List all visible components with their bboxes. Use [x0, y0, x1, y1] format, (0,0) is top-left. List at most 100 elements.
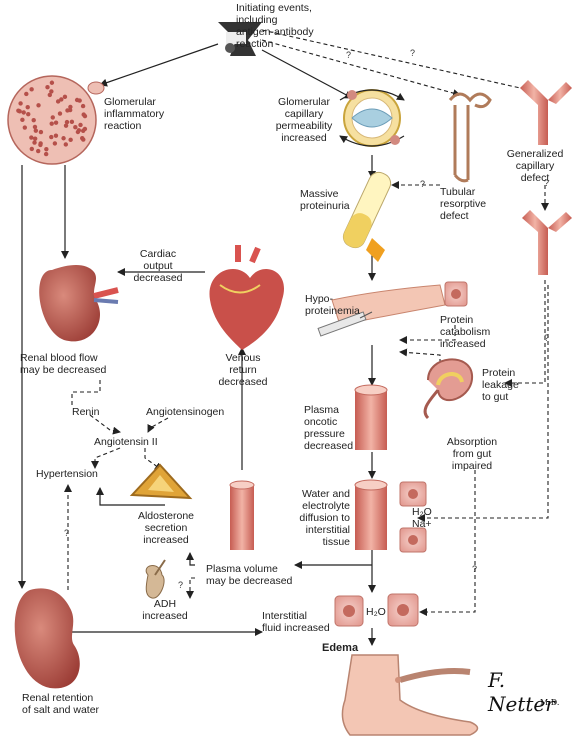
cell-nucleus	[38, 141, 42, 145]
dash-gut-to-interstitial	[420, 470, 475, 612]
question-mark: ?	[420, 179, 425, 189]
cell-nucleus	[54, 120, 58, 124]
gut-illustration	[425, 359, 472, 418]
cell-nucleus	[53, 141, 57, 145]
cell-nucleus	[18, 101, 22, 105]
label-aldosterone: Aldosterone secretion increased	[128, 510, 204, 546]
question-mark: ?	[544, 333, 549, 343]
cell-nucleus	[68, 138, 72, 142]
capillary-vessel-lower-illustration	[522, 210, 572, 275]
label-tubular-defect: Tubular resorptive defect	[440, 186, 486, 222]
retention-kidney-illustration	[15, 588, 80, 688]
cell-nucleus	[29, 87, 33, 91]
signature: F. Netter	[488, 668, 574, 716]
cell-nucleus	[45, 85, 49, 89]
cell-nucleus	[82, 112, 86, 116]
capillary-vessel-illustration	[520, 80, 572, 145]
cell-nucleus	[36, 149, 40, 153]
oncotic-vessel-illustration	[355, 385, 387, 450]
cell-nucleus	[81, 104, 85, 108]
cell-nucleus	[77, 98, 81, 102]
cell-nucleus	[23, 125, 27, 129]
test-tube-illustration	[340, 169, 394, 262]
cell-nucleus	[30, 147, 34, 151]
glomerular-capillary-illustration	[340, 90, 404, 146]
arrow-initiating-to-inflammation	[100, 44, 218, 85]
cell-catabolism-illustration	[445, 282, 467, 306]
tubule-illustration	[450, 94, 490, 181]
label-h2o-a: H₂O	[412, 506, 432, 518]
foot-edema-illustration	[342, 655, 477, 735]
glomerular-inflammation-illustration	[8, 76, 104, 164]
arrow-plasma-to-aldosterone	[190, 553, 195, 565]
cell-nucleus	[44, 147, 48, 151]
cell-nucleus	[24, 92, 28, 96]
diffusion-vessel-illustration	[355, 480, 387, 550]
label-protein-catabolism: Protein catabolism increased	[440, 314, 490, 350]
cell-nucleus	[73, 125, 77, 129]
label-hypoproteinemia: Hypo- proteinemia	[305, 293, 360, 317]
label-cardiac-output: Cardiac output decreased	[126, 248, 190, 284]
label-adh: ADH increased	[140, 598, 190, 622]
cell-nucleus	[32, 140, 36, 144]
cell-nucleus	[29, 135, 33, 139]
dash-angiotensinogen-to-angio	[148, 418, 168, 432]
question-mark: ?	[346, 50, 351, 60]
renal-kidney-illustration	[39, 265, 118, 341]
cell-nucleus	[56, 99, 60, 103]
cell-nucleus	[70, 120, 74, 124]
dash-angio-to-hypertension	[95, 448, 120, 468]
arrow-initiating-to-permeability	[262, 50, 352, 98]
label-hypertension: Hypertension	[36, 468, 98, 480]
cell-nucleus	[51, 115, 55, 119]
label-na-plus: Na+	[412, 518, 432, 530]
label-glomerular-permeability: Glomerular capillary permeability increa…	[264, 96, 344, 144]
label-angiotensin-ii: Angiotensin II	[94, 436, 158, 448]
adrenal-gland-illustration	[132, 465, 190, 498]
cell-nucleus	[54, 133, 58, 137]
cell-nucleus	[44, 152, 48, 156]
label-interstitial-fluid: Interstitial fluid increased	[262, 610, 330, 634]
label-h2o-b: H₂O	[366, 606, 386, 618]
question-mark: ?	[64, 528, 69, 538]
cell-nucleus	[32, 118, 36, 122]
cell-nucleus	[50, 121, 54, 125]
label-protein-leakage: Protein leakage to gut	[482, 367, 519, 403]
cell-nucleus	[26, 112, 30, 116]
cell-nucleus	[49, 135, 53, 139]
cell-nucleus	[68, 105, 72, 109]
label-venous-return: Venous return decreased	[208, 352, 278, 388]
cell-nucleus	[48, 93, 52, 97]
cell-nucleus	[26, 105, 30, 109]
plasma-vessel-illustration	[230, 481, 254, 550]
question-mark: ?	[178, 580, 183, 590]
label-plasma-volume: Plasma volume may be decreased	[206, 563, 292, 587]
label-water-diffusion: Water and electrolyte diffusion to inter…	[270, 488, 350, 548]
label-renal-blood-flow: Renal blood flow may be decreased	[20, 352, 106, 376]
cell-nucleus	[78, 123, 82, 127]
label-renin: Renin	[72, 406, 99, 418]
dash-renal-flow-split	[72, 380, 100, 408]
cell-nucleus	[83, 127, 87, 131]
cell-nucleus	[39, 130, 43, 134]
cell-nucleus	[36, 103, 40, 107]
cell-nucleus	[58, 111, 62, 115]
label-edema: Edema	[322, 642, 358, 654]
cell-nucleus	[64, 123, 68, 127]
cell-nucleus	[64, 142, 68, 146]
signature-suffix: M.D.	[540, 698, 559, 707]
label-angiotensinogen: Angiotensinogen	[146, 406, 224, 418]
label-massive-proteinuria: Massive proteinuria	[300, 188, 350, 212]
cell-nucleus	[50, 81, 54, 85]
question-mark: ?	[472, 564, 477, 574]
cell-nucleus	[22, 110, 26, 114]
pituitary-illustration	[146, 560, 165, 598]
question-mark: ?	[544, 178, 549, 188]
cell-nucleus	[20, 118, 24, 122]
heart-illustration	[209, 245, 284, 350]
cell-nucleus	[34, 128, 38, 132]
cell-nucleus	[63, 95, 67, 99]
label-plasma-oncotic: Plasma oncotic pressure decreased	[304, 404, 353, 452]
cell-nucleus	[77, 128, 81, 132]
cell-nucleus	[33, 136, 37, 140]
